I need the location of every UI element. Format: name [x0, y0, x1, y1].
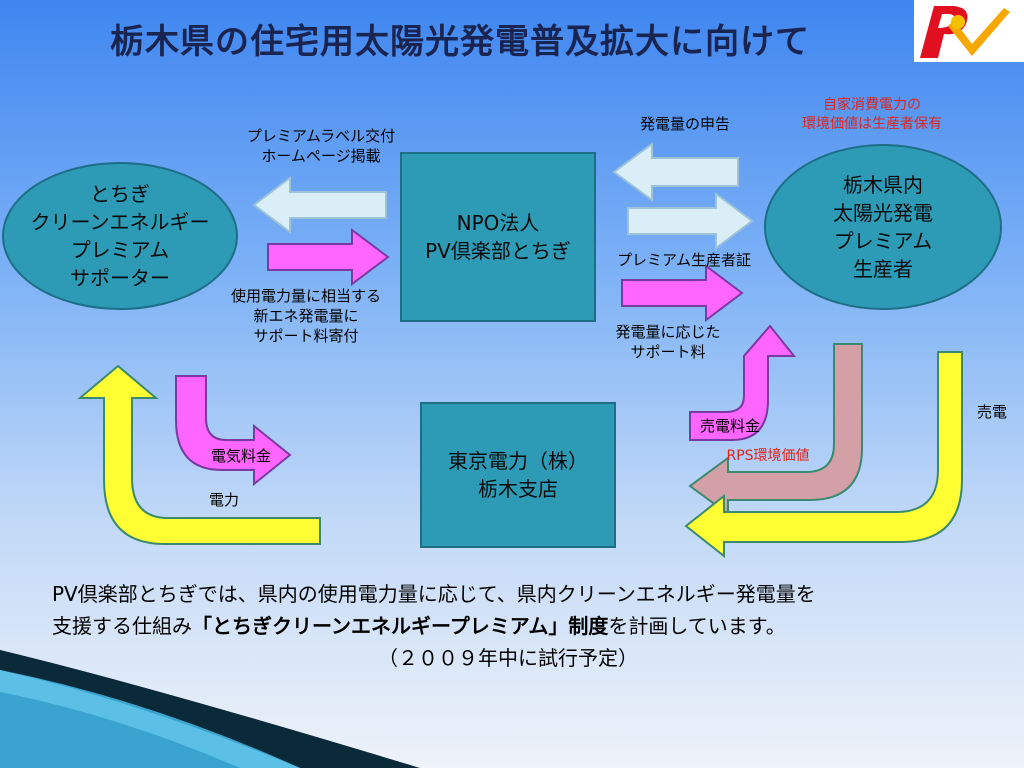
- footer-text: 支援する仕組み: [52, 614, 192, 638]
- label-electricity: 電力: [208, 491, 239, 509]
- npo-line: NPO法人: [456, 211, 540, 235]
- node-producer: 栃木県内 太陽光発電 プレミアム 生産者: [764, 144, 1002, 310]
- footer-line-3: （２００９年中に試行予定）: [378, 646, 638, 670]
- producer-line: 太陽光発電: [833, 201, 933, 225]
- arrow-premium-label: [252, 176, 387, 234]
- supporter-line: サポーター: [70, 266, 170, 290]
- label-support-donation: 使用電力量に相当する 新エネ発電量に サポート料寄付: [206, 286, 406, 346]
- supporter-line: クリーンエネルギー: [30, 210, 210, 234]
- pv-logo: [914, 0, 1024, 62]
- label-line: 使用電力量に相当する: [230, 287, 381, 305]
- label-sell: 売電: [976, 403, 1007, 421]
- label-line: 発電量に応じた: [615, 323, 721, 341]
- node-npo: NPO法人 PV倶楽部とちぎ: [400, 152, 596, 322]
- label-line: サポート料寄付: [253, 327, 359, 345]
- label-line: 環境価値は生産者保有: [802, 116, 942, 132]
- tepco-line: 栃木支店: [478, 477, 558, 501]
- arrow-support-donation: [267, 228, 390, 286]
- arrow-report: [612, 142, 739, 202]
- label-premium-label: プレミアムラベル交付 ホームページ掲載: [226, 126, 416, 166]
- label-rps: RPS環境価値: [726, 448, 810, 464]
- label-line: ホームページ掲載: [261, 147, 381, 165]
- producer-line: プレミアム: [833, 229, 933, 253]
- label-line: 新エネ発電量に: [253, 307, 359, 325]
- footer-text: を計画しています。: [608, 614, 786, 638]
- footer-line-2: 支援する仕組み「とちぎクリーンエネルギープレミアム」制度を計画しています。: [52, 610, 786, 642]
- producer-line: 栃木県内: [843, 173, 923, 197]
- label-sale-fee: 売電料金: [699, 417, 760, 435]
- footer-program-name: 「とちぎクリーンエネルギープレミアム」制度: [192, 614, 609, 638]
- npo-line: PV倶楽部とちぎ: [425, 239, 571, 263]
- decorative-swoosh: [0, 650, 420, 768]
- label-self-consumption: 自家消費電力の 環境価値は生産者保有: [770, 96, 974, 134]
- footer-line-1: PV倶楽部とちぎでは、県内の使用電力量に応じて、県内クリーンエネルギー発電量を: [52, 582, 816, 606]
- arrow-electricity-fee: [175, 375, 292, 487]
- page-title: 栃木県の住宅用太陽光発電普及拡大に向けて: [110, 22, 810, 62]
- supporter-line: とちぎ: [90, 182, 150, 206]
- label-report: 発電量の申告: [639, 115, 730, 133]
- supporter-line: プレミアム: [70, 238, 170, 262]
- label-line: 自家消費電力の: [823, 97, 921, 113]
- arrow-premium-cert: [627, 192, 754, 250]
- node-supporter: とちぎ クリーンエネルギー プレミアム サポーター: [2, 162, 238, 310]
- arrow-support-fee: [621, 264, 744, 322]
- label-line: サポート料: [630, 343, 706, 361]
- producer-line: 生産者: [853, 257, 913, 281]
- label-premium-cert: プレミアム生産者証: [617, 251, 751, 269]
- label-support-fee: 発電量に応じた サポート料: [596, 322, 740, 362]
- label-line: プレミアムラベル交付: [246, 127, 396, 145]
- label-electricity-fee: 電気料金: [210, 447, 271, 465]
- tepco-line: 東京電力（株）: [448, 449, 588, 473]
- node-tepco: 東京電力（株） 栃木支店: [420, 402, 616, 548]
